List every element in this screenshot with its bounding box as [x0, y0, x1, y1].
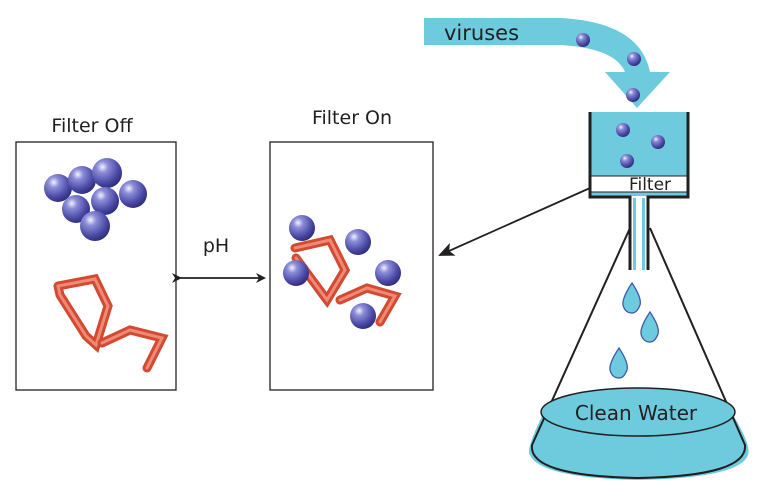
virus-cluster [44, 158, 147, 241]
virus-particle [627, 52, 641, 66]
water-drops [609, 281, 659, 379]
filter-off-title: Filter Off [51, 115, 133, 137]
virus-particle [350, 303, 376, 329]
captured-viruses [283, 215, 401, 329]
virus-particle [92, 158, 122, 188]
polymer-chain-extended [53, 273, 169, 373]
virus-particle [119, 180, 147, 208]
virus-particle [375, 260, 401, 286]
virus-particle [283, 260, 309, 286]
virus-particle [651, 135, 665, 149]
virus-particle [616, 123, 630, 137]
filter-housing [588, 112, 690, 270]
virus-particle [626, 88, 640, 102]
virus-particle [576, 33, 590, 47]
zoom-pointer-arrow [438, 183, 600, 256]
inflow-arrow [424, 18, 670, 108]
ph-label: pH [203, 235, 229, 257]
virus-particle [80, 211, 110, 241]
virus-particle [345, 229, 371, 255]
water-drop-icon [640, 310, 659, 343]
water-drop-icon [609, 346, 628, 379]
water-drop-icon [622, 281, 641, 314]
virus-particle [44, 174, 72, 202]
virus-particle [68, 166, 96, 194]
viruses-label: viruses [444, 21, 519, 45]
clean-water-label: Clean Water [575, 401, 698, 425]
polymer-chain-collapsed [290, 234, 402, 327]
flask [529, 227, 749, 480]
virus-particle [289, 215, 315, 241]
virus-particle [91, 187, 119, 215]
filter-on-title: Filter On [312, 107, 392, 129]
filter-label: Filter [629, 175, 671, 195]
virus-particle [620, 154, 634, 168]
virus-particle [62, 195, 90, 223]
